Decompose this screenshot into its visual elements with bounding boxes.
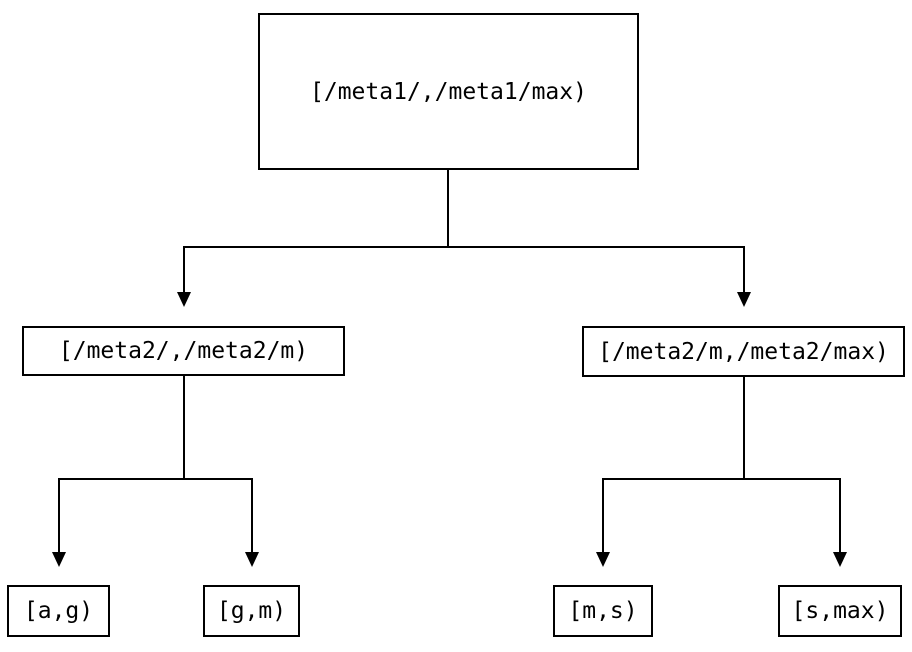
tree-node-left-child: [/meta2/,/meta2/m) xyxy=(22,326,345,376)
edge-right-child-stem xyxy=(743,376,745,480)
edge-root-stem xyxy=(447,170,449,247)
edge-right-to-leaf-m-s-drop xyxy=(602,478,604,552)
edge-right-child-rail xyxy=(603,478,841,480)
arrowhead-down-right-child xyxy=(737,292,751,307)
arrowhead-down-leaf-s-max xyxy=(833,552,847,567)
tree-node-root-label: [/meta1/,/meta1/max) xyxy=(310,78,587,105)
arrowhead-down-leaf-g-m xyxy=(245,552,259,567)
tree-leaf-a-g: [a,g) xyxy=(7,585,110,637)
edge-left-child-rail xyxy=(58,478,253,480)
arrowhead-down-leaf-m-s xyxy=(596,552,610,567)
edge-left-to-leaf-a-g-drop xyxy=(58,478,60,552)
tree-node-right-child: [/meta2/m,/meta2/max) xyxy=(582,326,905,377)
tree-leaf-s-max: [s,max) xyxy=(778,585,902,637)
tree-leaf-g-m-label: [g,m) xyxy=(216,598,287,624)
tree-leaf-m-s-label: [m,s) xyxy=(568,598,638,624)
tree-node-root: [/meta1/,/meta1/max) xyxy=(258,13,639,170)
arrowhead-down-left-child xyxy=(177,292,191,307)
tree-leaf-a-g-label: [a,g) xyxy=(23,598,94,624)
tree-leaf-m-s: [m,s) xyxy=(553,585,653,637)
edge-left-child-stem xyxy=(183,376,185,480)
tree-node-right-child-label: [/meta2/m,/meta2/max) xyxy=(598,338,889,365)
edge-left-to-leaf-g-m-drop xyxy=(251,478,253,552)
tree-leaf-g-m: [g,m) xyxy=(203,585,300,637)
edge-root-to-left-drop xyxy=(183,246,185,292)
arrowhead-down-leaf-a-g xyxy=(52,552,66,567)
edge-root-rail xyxy=(183,246,745,248)
tree-leaf-s-max-label: [s,max) xyxy=(791,598,889,624)
edge-right-to-leaf-s-max-drop xyxy=(839,478,841,552)
edge-root-to-right-drop xyxy=(743,246,745,292)
tree-node-left-child-label: [/meta2/,/meta2/m) xyxy=(58,338,309,364)
